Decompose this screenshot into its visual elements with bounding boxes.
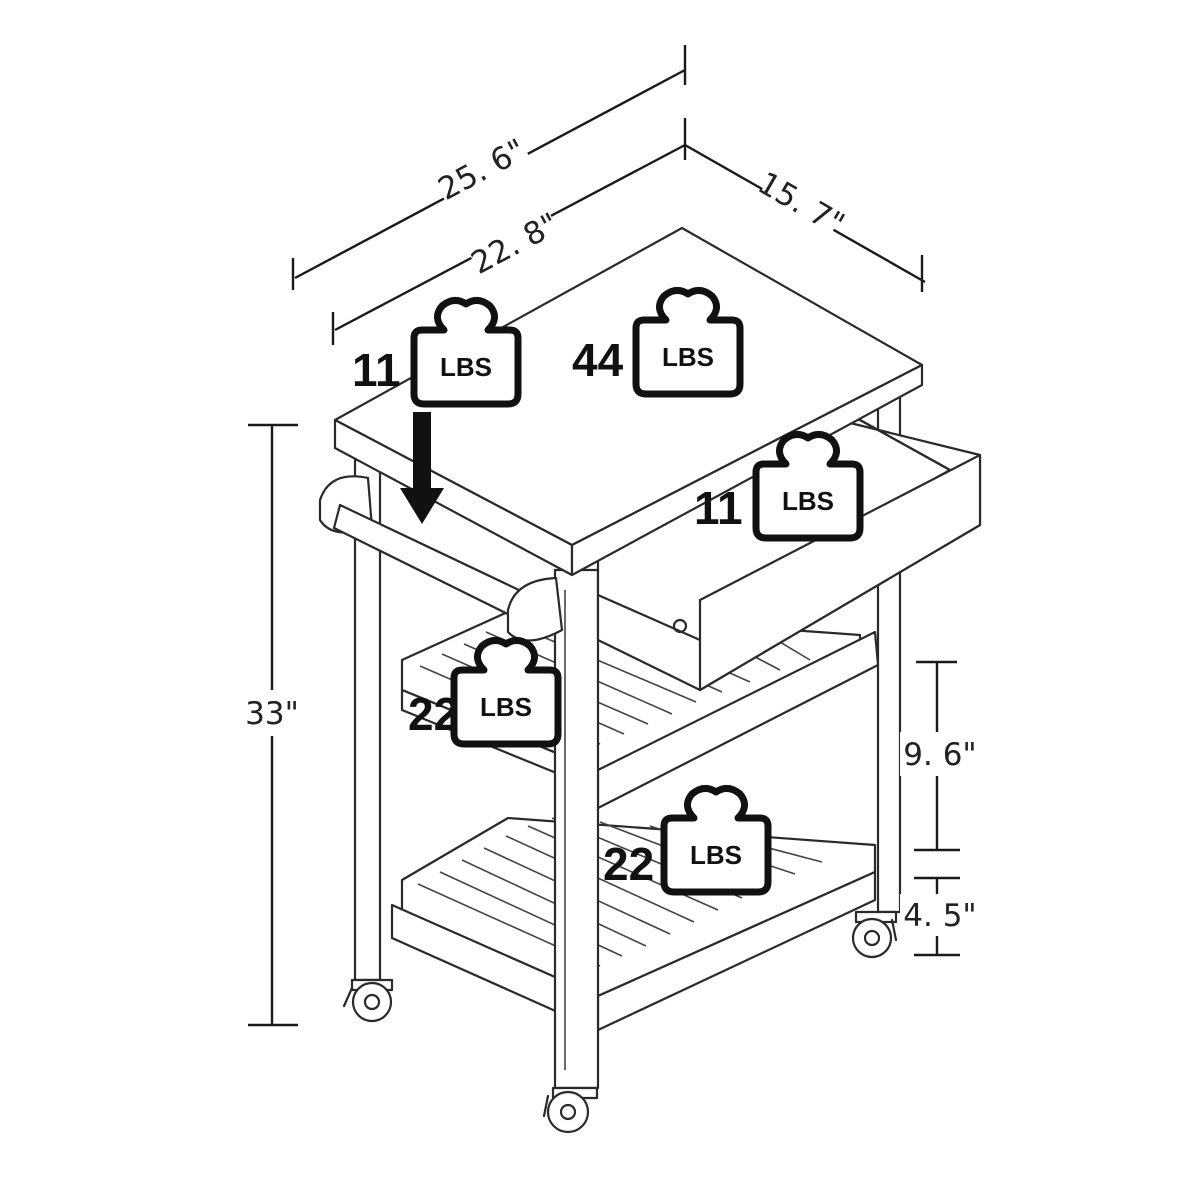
height-label: 33" bbox=[245, 696, 299, 732]
front-left-leg bbox=[553, 568, 600, 1090]
weight-unit: LBS bbox=[662, 342, 714, 372]
top-weight-value: 44 bbox=[572, 334, 624, 386]
towel-bar bbox=[318, 475, 564, 642]
caster-front bbox=[542, 1086, 599, 1134]
middle-shelf-weight-value: 22 bbox=[408, 688, 459, 740]
caster-right bbox=[851, 910, 898, 959]
weight-badge-drawer: LBS bbox=[756, 434, 860, 538]
towel-bar-right-end bbox=[506, 576, 564, 642]
drawer-weight-value: 11 bbox=[694, 482, 743, 534]
weight-unit: LBS bbox=[690, 840, 742, 870]
overall-width-label: 25. 6" bbox=[432, 132, 531, 208]
bottom-shelf-weight-value: 22 bbox=[603, 838, 654, 890]
top-width-label: 22. 8" bbox=[465, 206, 564, 282]
towel-bar-weight-value: 11 bbox=[352, 344, 401, 396]
cart-top bbox=[333, 226, 924, 577]
drawer-front bbox=[698, 453, 982, 692]
depth-label: 15. 7" bbox=[752, 165, 851, 243]
weight-badge-towel-bar: LBS bbox=[414, 300, 518, 404]
weight-unit: LBS bbox=[440, 352, 492, 382]
towel-bar-load-arrow bbox=[400, 412, 444, 524]
weight-unit: LBS bbox=[480, 692, 532, 722]
drawer bbox=[596, 418, 982, 692]
caster-left bbox=[342, 978, 394, 1023]
bottom-clearance-label: 4. 5" bbox=[903, 898, 976, 934]
weight-unit: LBS bbox=[782, 486, 834, 516]
weight-badge-bottom-shelf: LBS bbox=[664, 788, 768, 892]
cart-top-side-edge bbox=[570, 363, 924, 577]
weight-badge-top: LBS bbox=[636, 290, 740, 394]
weight-badge-middle-shelf: LBS bbox=[454, 640, 558, 744]
shelf-gap-label: 9. 6" bbox=[903, 737, 976, 773]
